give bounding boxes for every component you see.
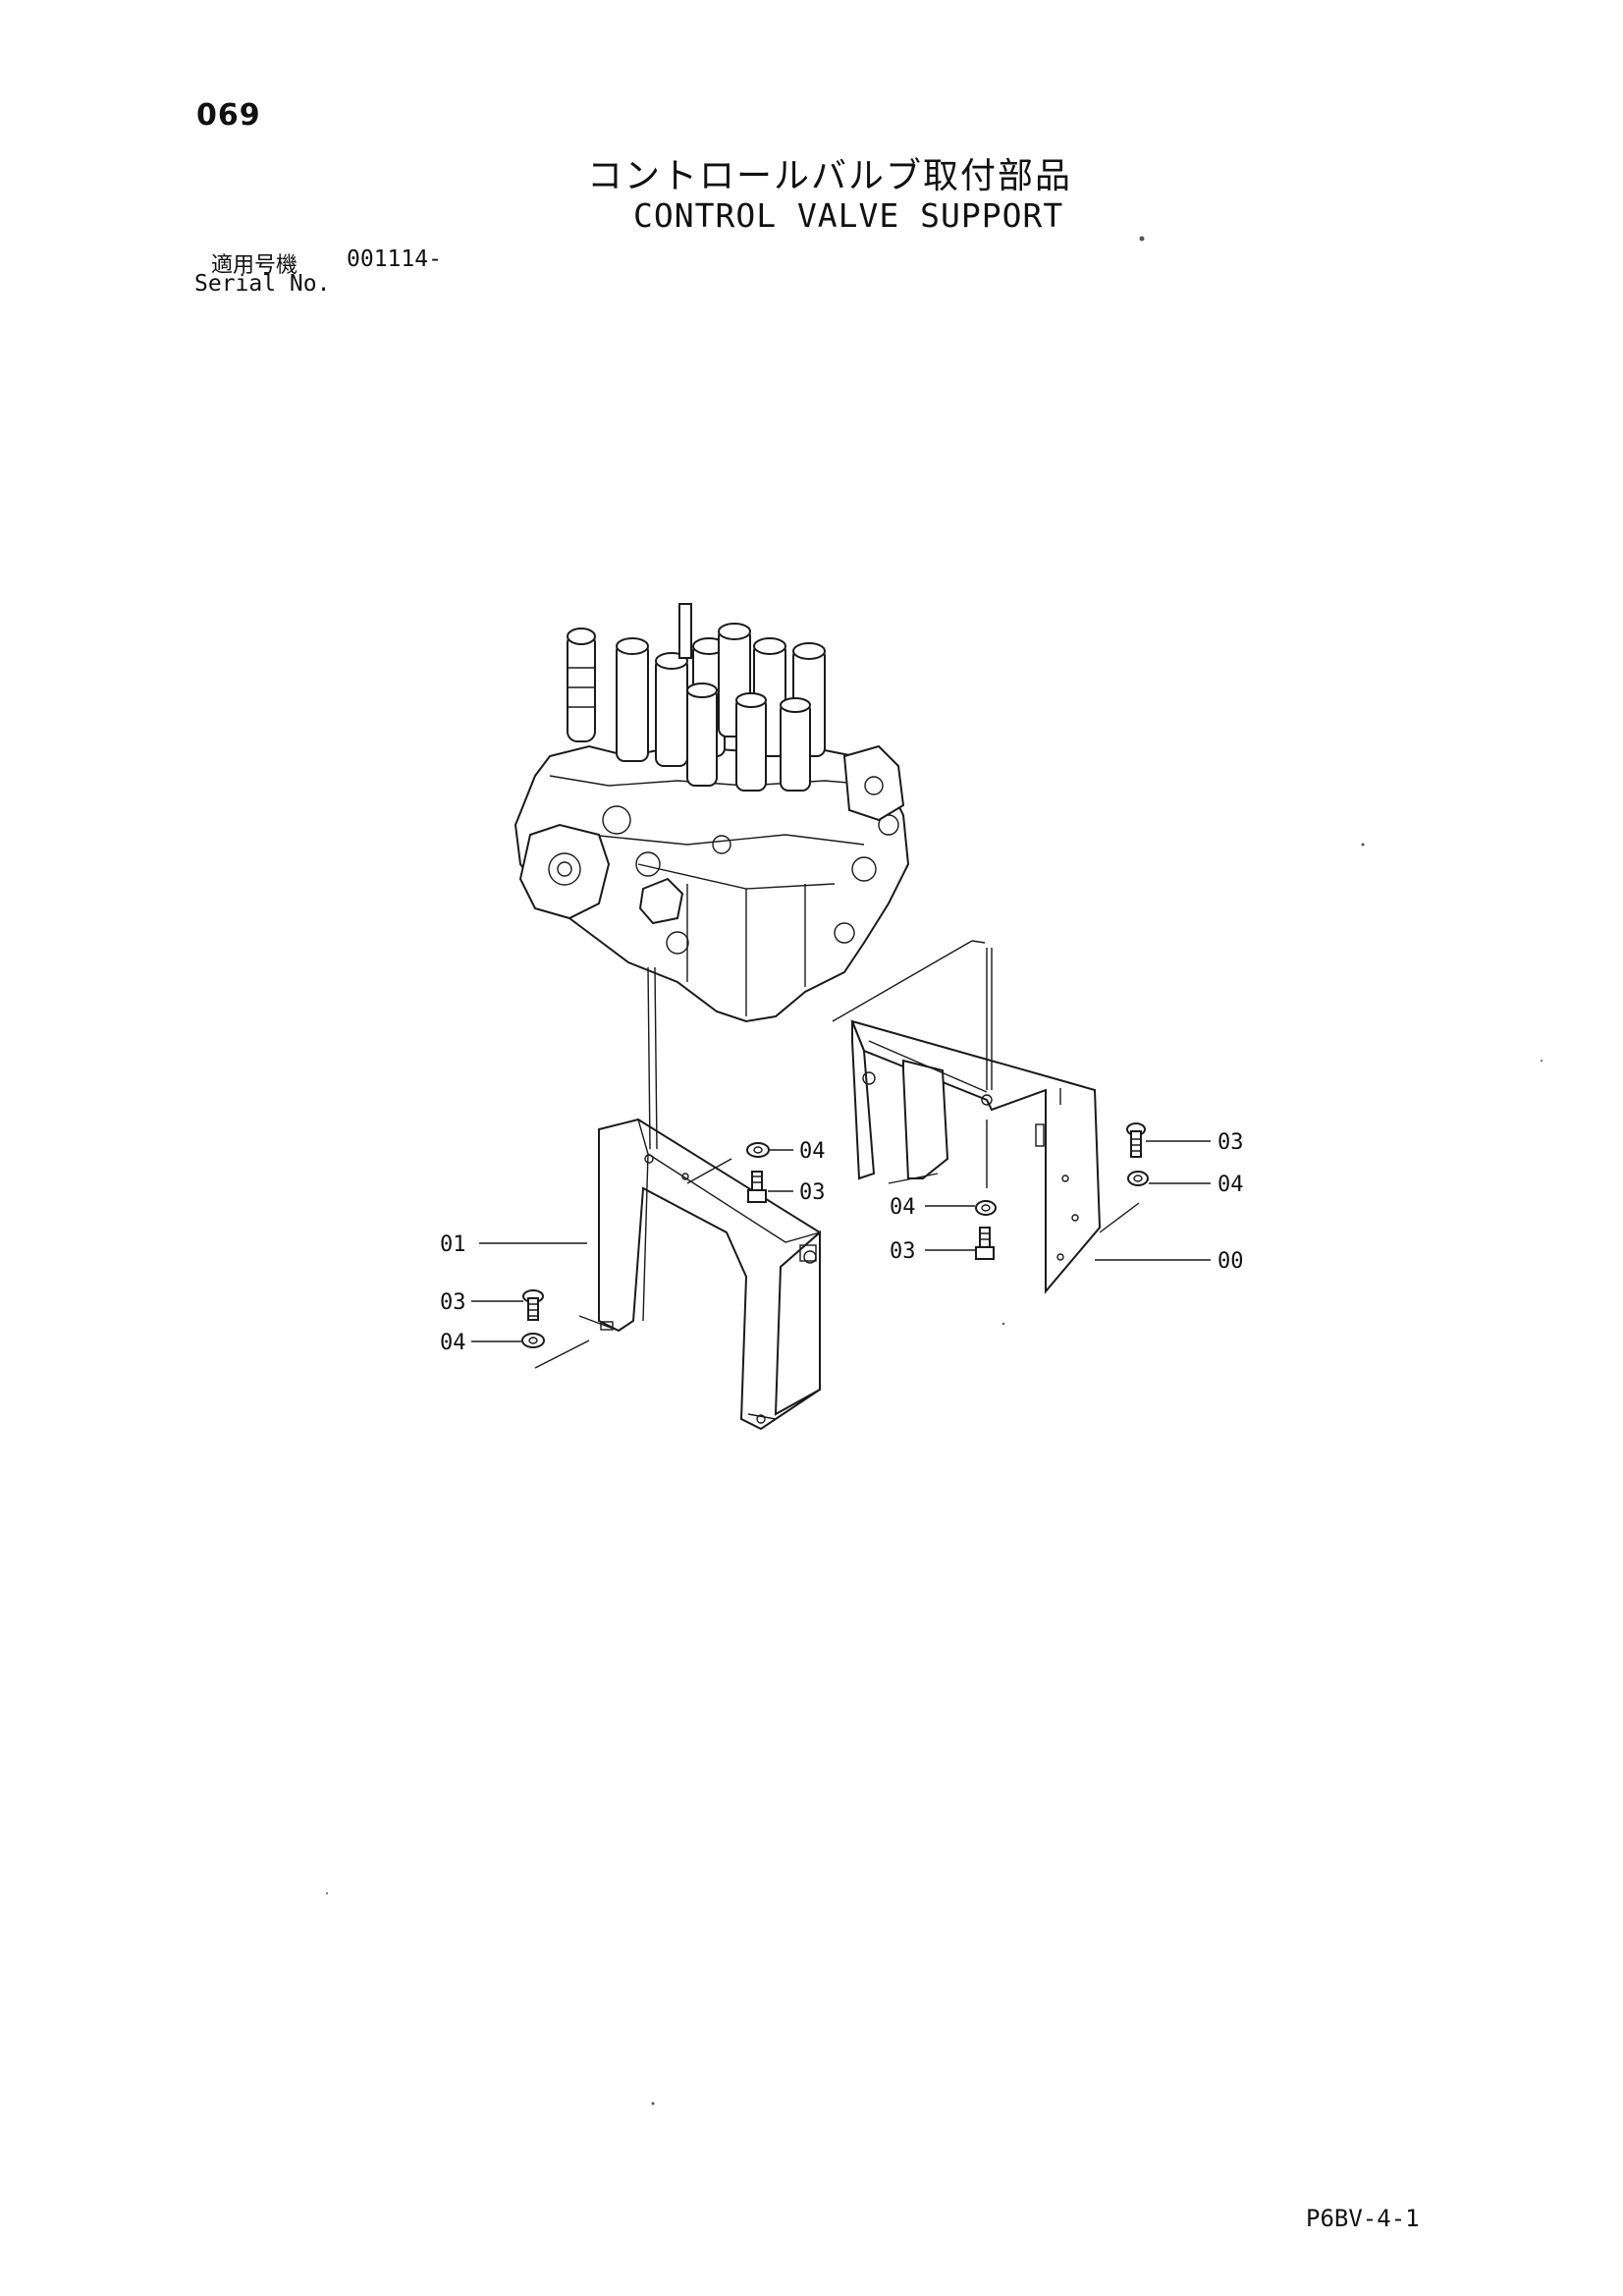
washer-icon [1127,1171,1149,1186]
bolt-icon [747,1171,767,1203]
bolt-icon [1126,1122,1146,1158]
callout-04-left: 04 [440,1331,466,1355]
control-valve-assembly [514,603,910,1023]
title-japanese: コントロールバルブ取付部品 [587,156,1073,196]
callout-03-center-lower: 03 [890,1239,916,1264]
serial-label-english: Serial No. [194,271,331,297]
callout-03-left: 03 [440,1290,466,1315]
callout-04-center-upper: 04 [799,1139,826,1164]
bolt-icon [522,1289,544,1321]
serial-label-japanese: 適用号機 [211,253,298,278]
washer-icon [746,1142,770,1158]
page-code: P6BV-4-1 [1306,2205,1420,2232]
bolt-icon [975,1227,995,1260]
page-number: 069 [196,98,261,133]
callout-03-center-upper: 03 [799,1180,826,1205]
hardware [521,1122,1149,1348]
callout-04-right: 04 [1217,1173,1244,1197]
washer-icon [521,1333,545,1348]
assembly-lines [534,940,1140,1369]
bracket-01 [578,1118,821,1431]
callout-03-right: 03 [1217,1130,1244,1155]
serial-number-value: 001114- [347,246,442,272]
scan-specks [326,236,1542,2105]
washer-icon [975,1200,997,1216]
callout-01: 01 [440,1232,466,1257]
bracket-00 [850,1019,1102,1294]
title-english: CONTROL VALVE SUPPORT [633,196,1064,235]
callout-leaders [471,1140,1211,1342]
callout-00: 00 [1217,1249,1244,1274]
callout-04-center-lower: 04 [890,1195,916,1220]
